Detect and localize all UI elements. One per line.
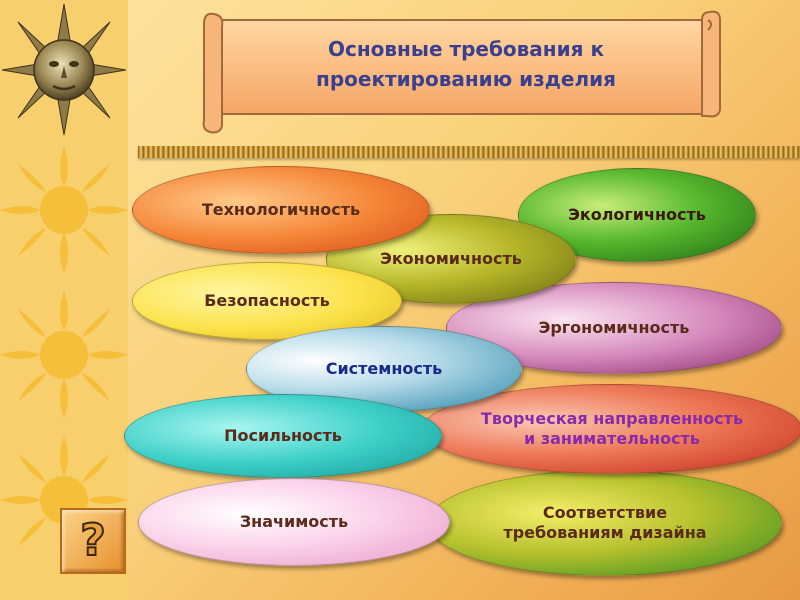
requirement-label: Соответствие требованиям дизайна: [503, 503, 707, 542]
requirement-label: Технологичность: [201, 200, 361, 219]
requirement-label: Безопасность: [204, 291, 330, 310]
requirement-oval-feasibility: Посильность: [124, 394, 442, 478]
requirement-oval-technology: Технологичность: [132, 166, 430, 254]
decorative-divider-bar: [138, 146, 800, 158]
requirement-label: Экономичность: [380, 249, 522, 268]
requirement-label: Значимость: [239, 512, 349, 531]
metal-sun-face-icon: [1, 3, 127, 136]
requirement-label: Системность: [325, 359, 443, 378]
help-button[interactable]: ?: [60, 508, 126, 574]
question-mark-icon: ?: [79, 515, 106, 566]
requirement-label: Творческая направленность и занимательно…: [480, 409, 744, 448]
requirement-label: Эргономичность: [538, 318, 690, 337]
requirement-oval-creative: Творческая направленность и занимательно…: [422, 384, 800, 474]
scroll-shape: [202, 10, 721, 134]
title-scroll-banner: Основные требования к проектированию изд…: [196, 6, 726, 136]
yellow-sun-icon: [0, 291, 128, 419]
yellow-sun-icon: [0, 146, 128, 274]
requirement-label: Посильность: [224, 426, 342, 445]
page-title: Основные требования к проектированию изд…: [316, 37, 616, 91]
requirement-oval-design: Соответствие требованиям дизайна: [428, 470, 782, 576]
requirement-oval-significance: Значимость: [138, 478, 450, 566]
requirement-label: Экологичность: [568, 205, 706, 224]
